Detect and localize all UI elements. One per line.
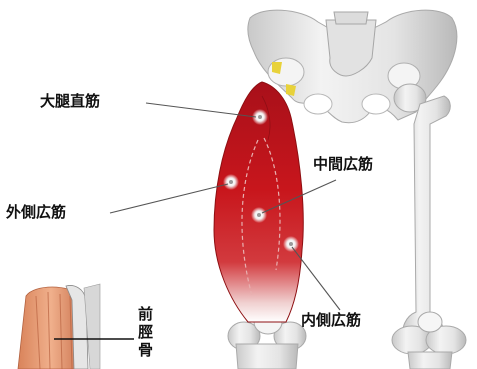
leader-vastus-lateralis: [110, 184, 228, 213]
label-rectus-femoris: 大腿直筋: [40, 94, 100, 109]
tibia-inset: [8, 284, 134, 369]
label-tibia: 前脛骨: [137, 306, 152, 360]
label-vastus-intermedius: 中間広筋: [313, 157, 373, 172]
label-vastus-medialis: 内側広筋: [301, 313, 361, 328]
label-vastus-lateralis: 外側広筋: [6, 205, 66, 220]
leader-rectus-femoris: [146, 103, 256, 117]
femur-right: [392, 84, 466, 369]
